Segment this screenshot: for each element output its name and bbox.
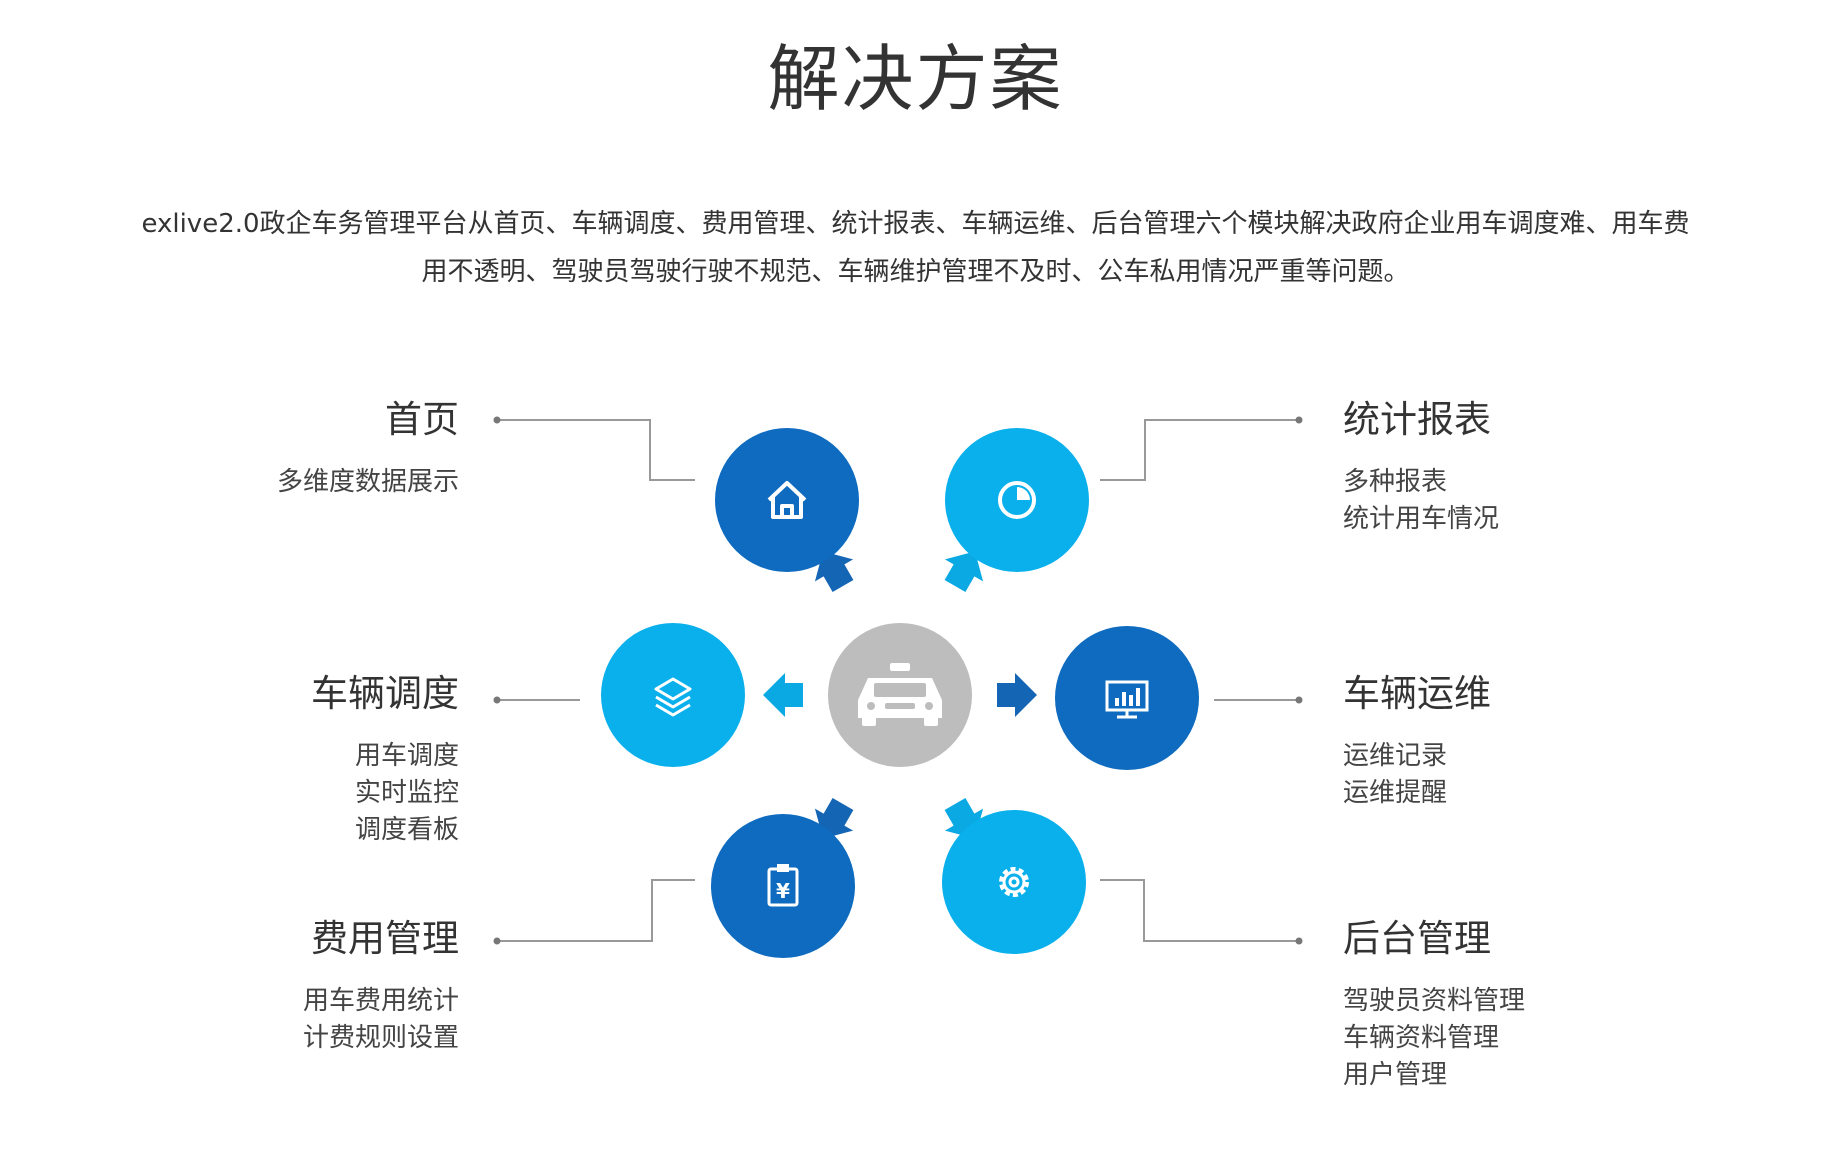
home-icon — [767, 481, 807, 519]
module-node-cost[interactable]: ¥ — [711, 814, 855, 958]
module-desc-admin-2: 车辆资料管理 — [1343, 1023, 1500, 1053]
module-desc-dispatch-1: 用车调度 — [354, 741, 459, 771]
module-title-ops: 车辆运维 — [1343, 672, 1491, 715]
module-desc-cost-2: 计费规则设置 — [302, 1023, 459, 1053]
connector-dot-stats — [1295, 416, 1303, 424]
connector-dots — [493, 416, 1303, 945]
connector-dot-home — [493, 416, 501, 424]
intro-line-2: 用不透明、驾驶员驾驶行驶不规范、车辆维护管理不及时、公车私用情况严重等问题。 — [421, 257, 1410, 287]
module-title-admin: 后台管理 — [1343, 917, 1491, 960]
module-label-admin: 后台管理 驾驶员资料管理 车辆资料管理 用户管理 — [1343, 917, 1525, 1094]
arrow-to-stats — [944, 551, 984, 592]
module-node-ops[interactable] — [1055, 626, 1199, 770]
taxi-icon — [858, 663, 942, 726]
arrow-to-ops — [997, 673, 1037, 717]
svg-text:¥: ¥ — [776, 879, 790, 903]
module-desc-ops-2: 运维提醒 — [1343, 778, 1448, 808]
module-node-home[interactable] — [715, 428, 859, 572]
module-label-dispatch: 车辆调度 用车调度 实时监控 调度看板 — [311, 672, 459, 849]
module-desc-cost-1: 用车费用统计 — [302, 986, 459, 1016]
connector-admin — [1100, 879, 1299, 942]
module-node-stats[interactable] — [945, 428, 1089, 572]
connector-dot-ops — [1295, 696, 1303, 704]
module-title-cost: 费用管理 — [311, 917, 459, 960]
module-desc-admin-1: 驾驶员资料管理 — [1343, 986, 1526, 1016]
layers-icon — [654, 677, 692, 717]
module-label-cost: 费用管理 用车费用统计 计费规则设置 — [303, 917, 459, 1057]
module-label-stats: 统计报表 多种报表 统计用车情况 — [1343, 398, 1499, 538]
connector-lines — [497, 419, 1299, 942]
pie-chart-icon — [998, 481, 1036, 519]
module-label-home: 首页 多维度数据展示 — [277, 398, 459, 501]
intro-line-1: exlive2.0政企车务管理平台从首页、车辆调度、费用管理、统计报表、车辆运维… — [141, 209, 1690, 239]
module-title-home: 首页 — [385, 398, 459, 441]
module-desc-ops-1: 运维记录 — [1343, 741, 1448, 771]
connector-cost — [497, 879, 695, 942]
module-node-admin[interactable] — [942, 810, 1086, 954]
yen-clipboard-icon: ¥ — [767, 864, 799, 907]
module-title-stats: 统计报表 — [1343, 398, 1491, 441]
intro-paragraph: exlive2.0政企车务管理平台从首页、车辆调度、费用管理、统计报表、车辆运维… — [40, 200, 1791, 296]
page-title: 解决方案 — [767, 37, 1064, 121]
connector-stats — [1100, 419, 1299, 481]
module-desc-admin-3: 用户管理 — [1343, 1060, 1448, 1090]
module-desc-dispatch-2: 实时监控 — [354, 778, 459, 808]
module-label-ops: 车辆运维 运维记录 运维提醒 — [1343, 672, 1491, 812]
center-node — [828, 623, 972, 767]
connector-dot-dispatch — [493, 696, 501, 704]
arrow-to-dispatch — [763, 673, 803, 717]
module-node-dispatch[interactable] — [601, 623, 745, 767]
connector-home — [497, 419, 695, 481]
connector-dot-cost — [493, 937, 501, 945]
monitor-chart-icon — [1105, 680, 1149, 719]
module-title-dispatch: 车辆调度 — [311, 672, 459, 715]
module-desc-stats-2: 统计用车情况 — [1343, 504, 1500, 534]
module-desc-dispatch-3: 调度看板 — [354, 815, 459, 845]
gear-icon — [999, 867, 1029, 897]
arrow-to-home — [814, 551, 854, 592]
module-desc-home-1: 多维度数据展示 — [276, 467, 459, 497]
module-desc-stats-1: 多种报表 — [1343, 467, 1448, 497]
connector-dot-admin — [1295, 937, 1303, 945]
